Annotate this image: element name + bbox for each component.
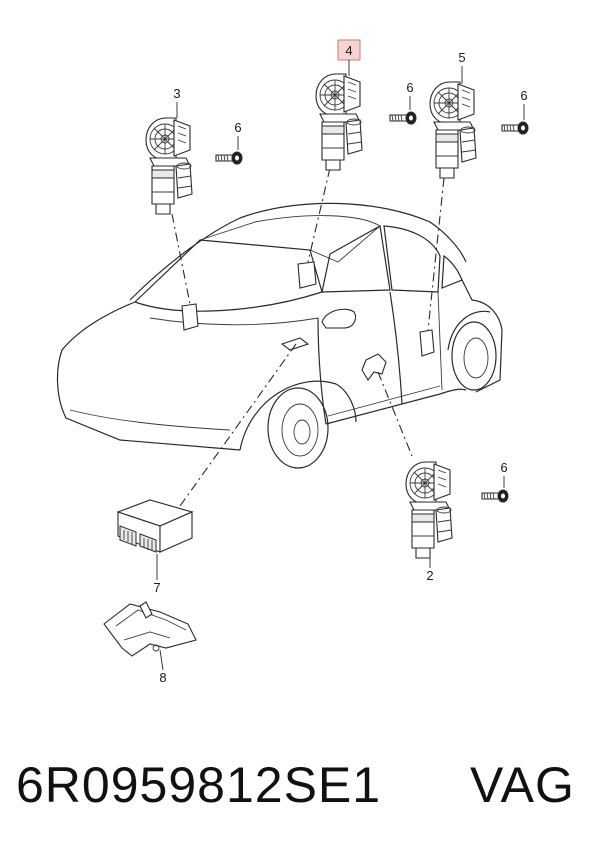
car-body bbox=[56, 202, 503, 469]
callouts: 4 5 3 6 6 6 6 2 7 8 bbox=[153, 39, 528, 685]
callout-8: 8 bbox=[159, 670, 166, 685]
control-unit bbox=[116, 499, 194, 553]
callout-7: 7 bbox=[153, 580, 160, 595]
callout-4: 4 bbox=[345, 43, 352, 58]
screw-center bbox=[389, 111, 417, 125]
window-motor-2 bbox=[405, 461, 453, 559]
callout-6-center: 6 bbox=[406, 80, 413, 95]
screw-right bbox=[501, 121, 529, 135]
callout-6-left: 6 bbox=[234, 120, 241, 135]
callout-2: 2 bbox=[426, 568, 433, 583]
callout-6-lower: 6 bbox=[500, 460, 507, 475]
window-motor-4 bbox=[315, 73, 363, 171]
screw-left bbox=[215, 151, 243, 165]
window-motor-3 bbox=[145, 117, 193, 215]
callout-5: 5 bbox=[458, 50, 465, 65]
mounting-bracket bbox=[103, 601, 197, 657]
part-number-label: 6R0959812SE1 bbox=[16, 757, 382, 813]
brand-label: VAG bbox=[470, 757, 575, 813]
callout-3: 3 bbox=[173, 86, 180, 101]
screw-lower bbox=[481, 489, 509, 503]
callout-6-right: 6 bbox=[520, 88, 527, 103]
window-motor-5 bbox=[429, 81, 477, 179]
assembly-leaders bbox=[171, 167, 445, 507]
